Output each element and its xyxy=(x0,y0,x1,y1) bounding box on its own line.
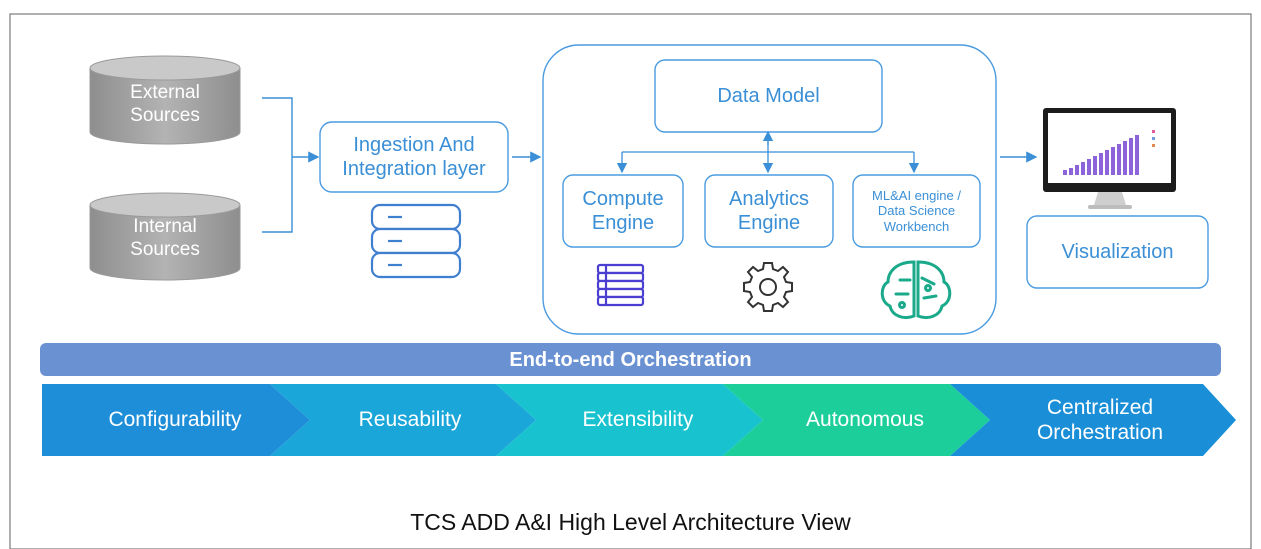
pillar-label: Extensibility xyxy=(582,408,694,432)
compute-engine-label: Compute Engine xyxy=(582,188,664,234)
pillars-band xyxy=(42,384,1236,456)
ml-engine-box xyxy=(852,174,981,248)
diagram-caption: TCS ADD A&I High Level Architecture View xyxy=(410,509,851,536)
pillar-reusability xyxy=(270,384,536,456)
ml-engine-label: ML&AI engine / Data Science Workbench xyxy=(872,187,961,234)
gear-icon xyxy=(743,262,793,312)
ai-brain-icon xyxy=(880,260,952,320)
mini-chart-bars xyxy=(1063,130,1155,175)
pillar-autonomous xyxy=(723,384,990,456)
monitor-icon xyxy=(1043,108,1176,209)
analytics-engine-label: Analytics Engine xyxy=(728,188,810,234)
pillar-configurability xyxy=(42,384,310,456)
compute-engine-box xyxy=(562,174,684,248)
pillar-extensibility xyxy=(496,384,763,456)
database-icon xyxy=(370,203,462,279)
outer-frame xyxy=(9,13,1252,549)
pillar-centralized-orchestration xyxy=(950,384,1236,456)
data-model-connectors xyxy=(616,130,920,174)
internal-sources-cylinder xyxy=(89,192,241,281)
analytics-engine-box xyxy=(704,174,834,248)
orchestration-label: End-to-end Orchestration xyxy=(509,348,752,371)
visualization-box xyxy=(1026,215,1209,289)
ingestion-label: Ingestion And Integration layer xyxy=(342,134,486,180)
internal-sources-label: Internal Sources xyxy=(130,216,200,260)
pillar-label: Autonomous xyxy=(806,408,924,432)
pillar-label: Centralized Orchestration xyxy=(1036,395,1164,444)
sources-connectors xyxy=(262,97,320,233)
data-model-label: Data Model xyxy=(717,85,820,107)
external-sources-cylinder xyxy=(89,55,241,145)
orchestration-bar xyxy=(40,343,1221,376)
ingestion-box xyxy=(319,121,509,193)
visualization-label: Visualization xyxy=(1061,241,1174,263)
external-sources-label: External Sources xyxy=(130,82,200,126)
pillar-label: Configurability xyxy=(108,408,242,432)
pillar-label: Reusability xyxy=(358,408,462,432)
list-icon xyxy=(596,263,645,307)
